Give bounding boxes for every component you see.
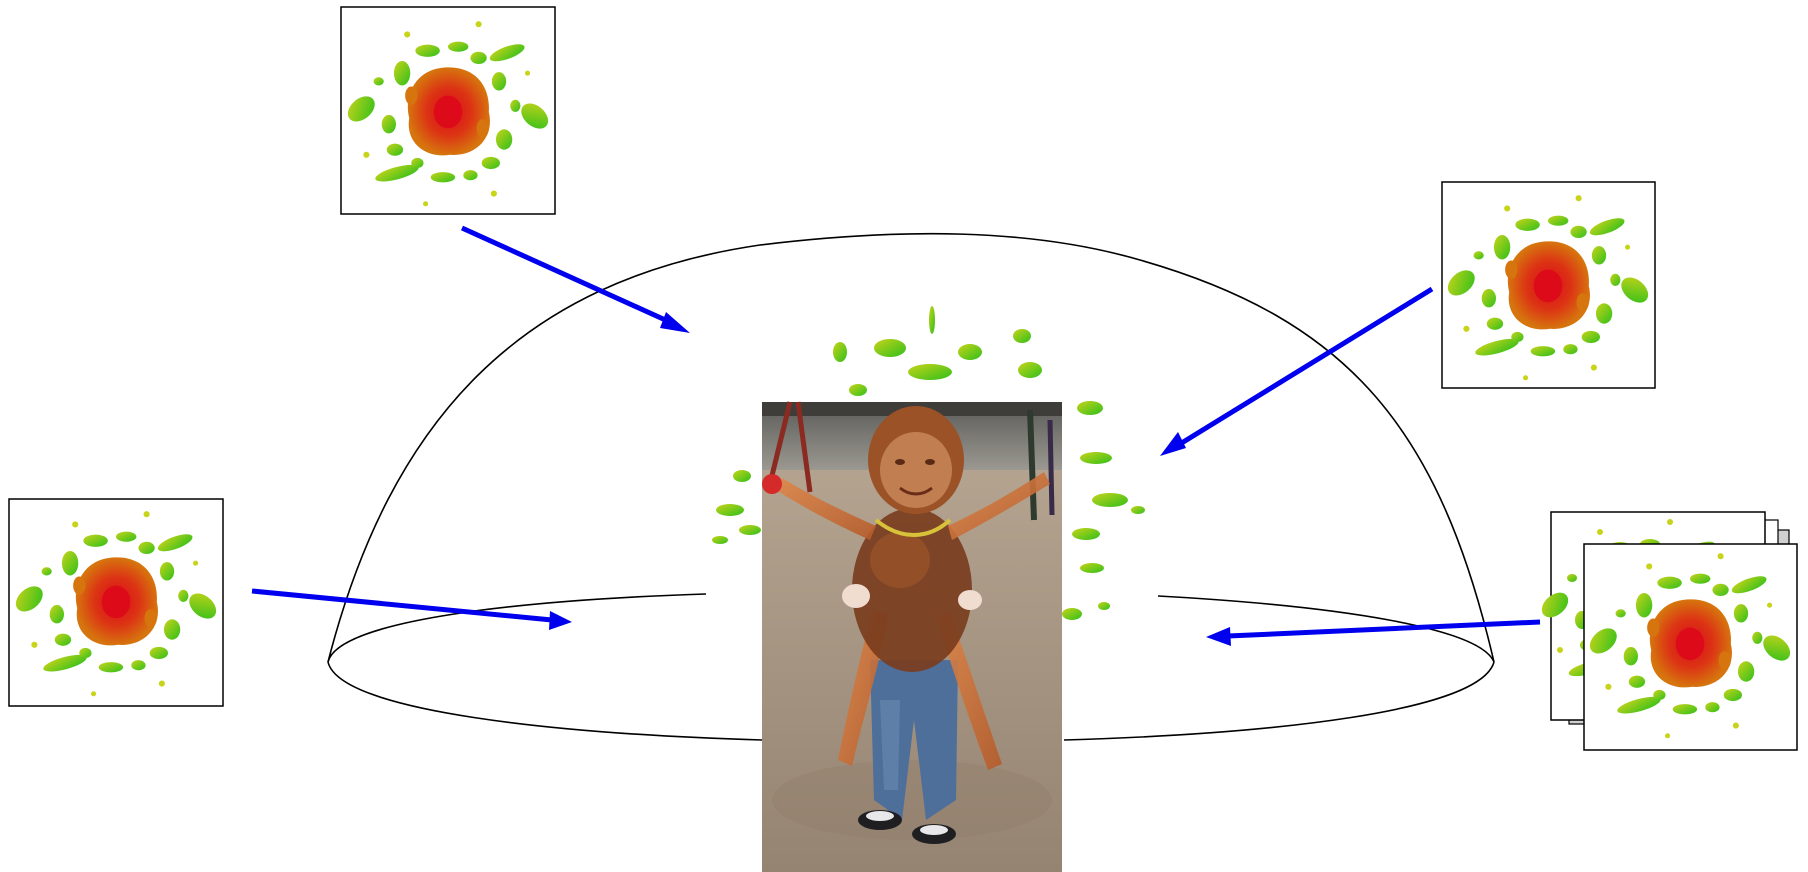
heatmap-thumbnail-stack (1537, 512, 1797, 750)
heatmap-thumbnail-top (341, 7, 555, 214)
dome-base-front-right (1064, 662, 1494, 740)
subject-photo (762, 402, 1062, 872)
arrow-right-icon (252, 591, 572, 630)
heatmap-thumbnail-left (9, 499, 223, 706)
arrow-right-icon (1160, 289, 1432, 456)
arrow-right-icon (462, 228, 690, 333)
dome-base-front-left (328, 662, 762, 740)
heatmap-thumbnail-right (1442, 182, 1655, 388)
dome-base-back-right (1158, 596, 1494, 662)
